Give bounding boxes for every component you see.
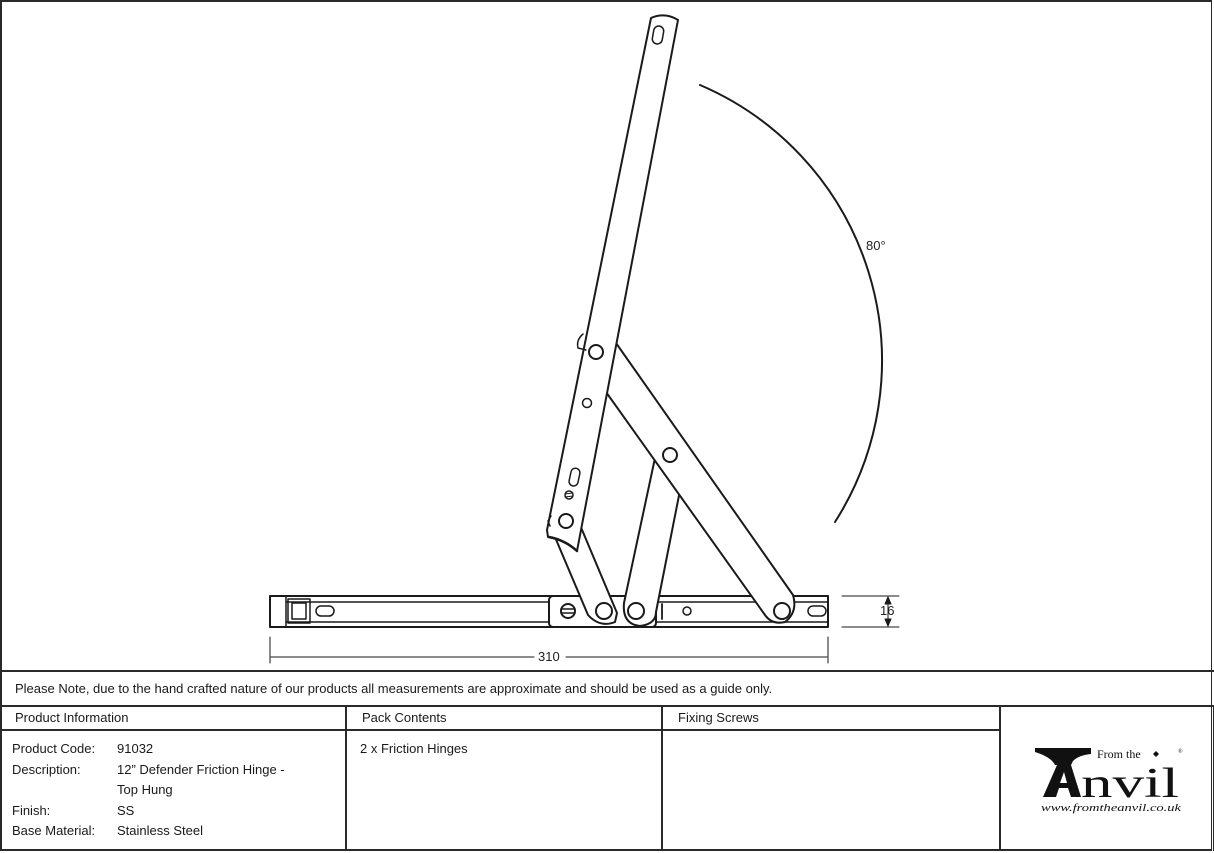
brand-logo-section: From the ® nvil www.fromtheanvil.co.uk (1001, 707, 1214, 851)
finish-value: SS (117, 802, 135, 818)
product-info-table: Product Information Product Code: 91032 … (0, 707, 1214, 853)
width-dimension-label: 310 (538, 649, 560, 664)
field-label: Product Code: (12, 741, 96, 756)
field-label: Base Material: (12, 823, 96, 838)
anvil-icon (1035, 748, 1091, 797)
height-dimension-label: 16 (880, 603, 894, 618)
base-material-row: Base Material: Stainless Steel (12, 821, 345, 842)
pack-contents-item: 2 x Friction Hinges (360, 741, 468, 756)
field-label: Description: (12, 761, 81, 777)
fixing-screws-heading: Fixing Screws (663, 707, 999, 731)
base-material-value: Stainless Steel (117, 823, 203, 838)
angle-arc (699, 84, 883, 523)
product-code-value: 91032 (117, 741, 154, 756)
description-row: Description: 12” Defender Friction Hinge… (12, 760, 345, 801)
registered-mark: ® (1178, 748, 1183, 755)
measurement-note-row: Please Note, due to the hand crafted nat… (0, 670, 1214, 707)
logo-tagline: From the (1097, 747, 1141, 761)
field-label: Finish: (12, 802, 51, 818)
pack-contents-section: Pack Contents 2 x Friction Hinges (347, 707, 663, 851)
logo-url: www.fromtheanvil.co.uk (1041, 802, 1182, 814)
product-code-row: Product Code: 91032 (12, 739, 345, 760)
short-arm (551, 524, 618, 625)
height-dimension (841, 595, 900, 628)
angle-label: 80° (866, 238, 886, 253)
diamond-icon (1153, 751, 1159, 757)
hinge-technical-drawing: 80° (269, 14, 900, 664)
description-value: 12” Defender Friction Hinge - Top Hung (117, 761, 285, 798)
width-dimension (269, 636, 829, 664)
pack-contents-heading: Pack Contents (347, 707, 661, 731)
measurement-note: Please Note, due to the hand crafted nat… (15, 681, 773, 696)
product-information-heading: Product Information (0, 707, 345, 731)
long-diagonal-arm (605, 342, 796, 624)
sash-arm (546, 14, 679, 553)
product-information-section: Product Information Product Code: 91032 … (0, 707, 347, 851)
finish-row: Finish: SS (12, 801, 345, 822)
fixing-screws-section: Fixing Screws (663, 707, 1001, 851)
logo-brand: nvil (1081, 761, 1179, 807)
middle-stay-arm (622, 457, 686, 627)
from-the-anvil-logo: From the ® nvil www.fromtheanvil.co.uk (1035, 745, 1185, 815)
